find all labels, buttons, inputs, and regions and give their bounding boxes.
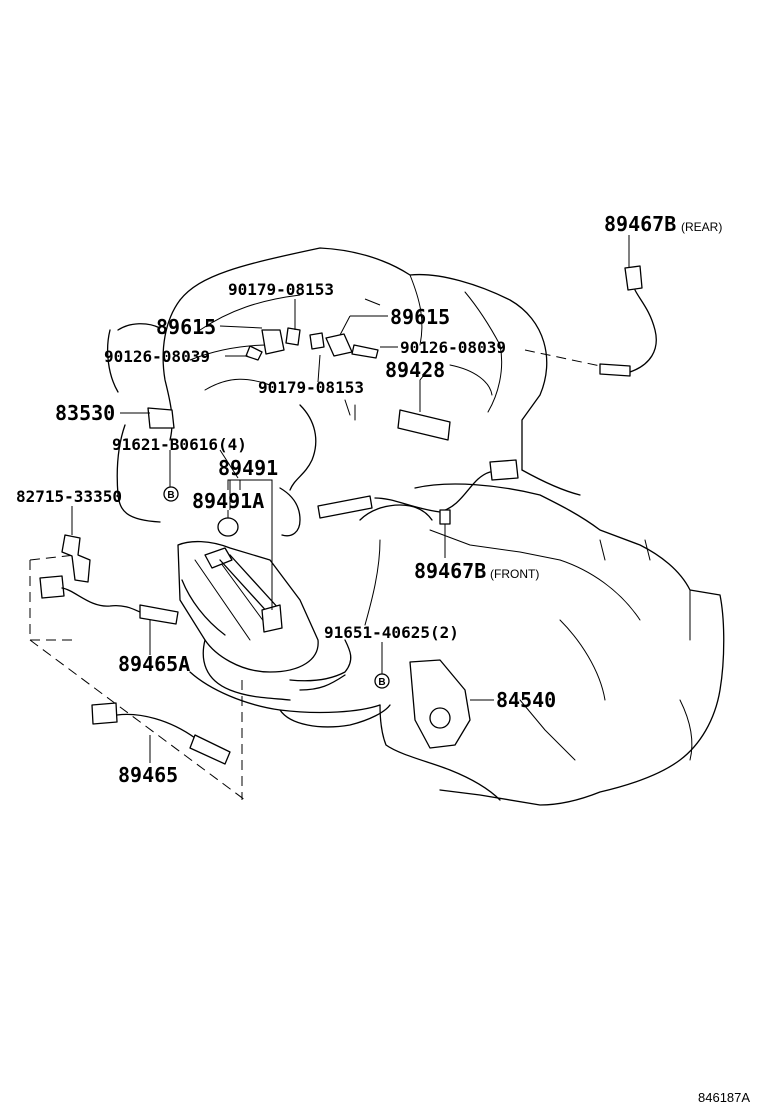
bracket-82715 <box>61 534 91 583</box>
part-label-89465a: 89465A <box>118 652 190 676</box>
engine-block-drawing <box>106 247 548 523</box>
bolt-marker-letter: B <box>378 677 385 688</box>
sensor-89615-right <box>309 332 379 359</box>
transmission-drawing <box>359 469 725 806</box>
leader-lines <box>71 235 630 763</box>
reference-dashed-lines <box>29 349 606 801</box>
part-note: (REAR) <box>681 220 722 234</box>
sensor-83530 <box>147 407 175 429</box>
part-label-89491a: 89491A <box>192 489 264 513</box>
part-number: 89467B <box>604 212 676 236</box>
sensor-89465 <box>91 702 231 765</box>
part-label-90179-bottom: 90179-08153 <box>258 378 364 397</box>
part-label-89615-left: 89615 <box>156 315 216 339</box>
part-label-90126-left: 90126-08039 <box>104 347 210 366</box>
sensor-89491 <box>204 547 283 633</box>
part-label-89491: 89491 <box>218 456 278 480</box>
sensor-89465a <box>39 575 179 625</box>
part-note: (FRONT) <box>490 567 539 581</box>
sensor-89467b-rear <box>599 265 657 377</box>
part-number: 89467B <box>414 559 486 583</box>
part-label-82715: 82715-33350 <box>16 487 122 506</box>
part-label-89467b-front: 89467B (FRONT) <box>414 559 539 583</box>
part-label-89615-right: 89615 <box>390 305 450 329</box>
bolt-marker-right: B <box>374 673 390 689</box>
part-label-91621: 91621-B0616(4) <box>112 435 247 454</box>
sensor-89615-left <box>245 327 301 361</box>
part-label-89467b-rear: 89467B (REAR) <box>604 212 722 236</box>
bolt-marker-letter: B <box>167 490 174 501</box>
part-label-83530: 83530 <box>55 401 115 425</box>
switch-84540 <box>409 659 471 749</box>
exhaust-manifold-drawing <box>177 487 391 728</box>
diagram-id: 846187A <box>698 1090 750 1105</box>
part-label-89428: 89428 <box>385 358 445 382</box>
sensor-89467b-front <box>317 459 519 525</box>
part-label-84540: 84540 <box>496 688 556 712</box>
sensor-89428 <box>397 409 451 441</box>
part-label-90126-right: 90126-08039 <box>400 338 506 357</box>
part-label-89465: 89465 <box>118 763 178 787</box>
bolt-marker-left: B <box>163 486 179 502</box>
part-label-90179-top: 90179-08153 <box>228 280 334 299</box>
part-label-91651: 91651-40625(2) <box>324 623 459 642</box>
gasket-89491a <box>217 517 239 537</box>
